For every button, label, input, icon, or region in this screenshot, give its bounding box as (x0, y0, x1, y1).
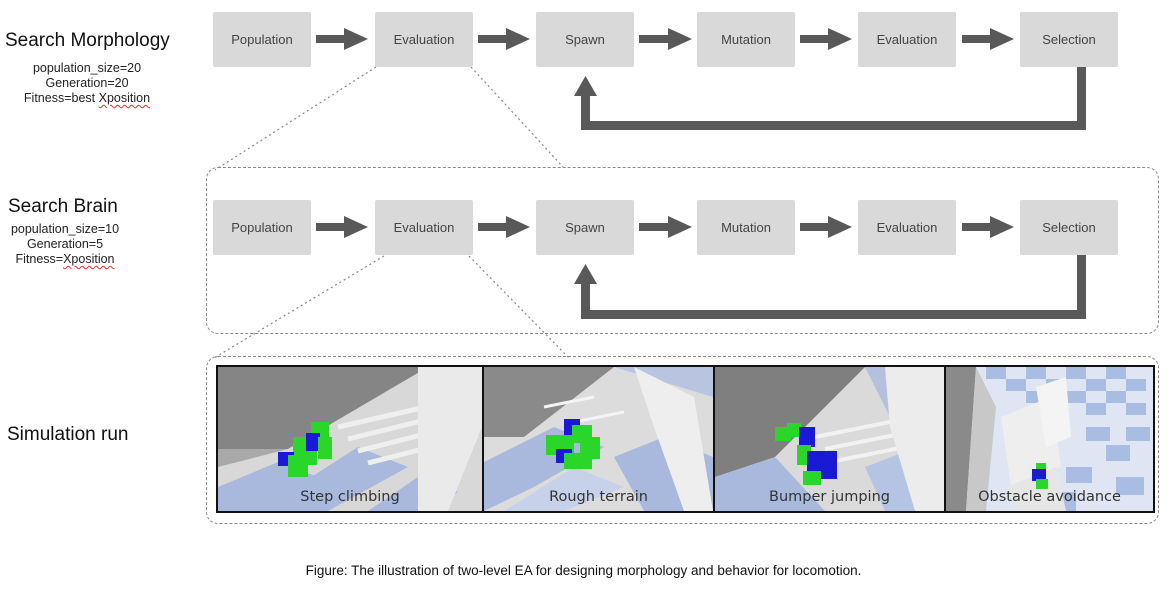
morphology-step-selection: Selection (1020, 12, 1118, 67)
zoom-line-right-top (470, 66, 564, 168)
brain-panel (206, 167, 1159, 334)
arrow-row2-1 (316, 216, 368, 238)
robot-bumper-jumping (775, 423, 837, 485)
arrow-row1-4 (800, 28, 852, 50)
sim-panel-obstacle-avoidance: Obstacle avoidance (944, 365, 1155, 513)
robot-step-climbing (278, 422, 332, 477)
simulation-panel (206, 356, 1159, 524)
sim-panel-step-climbing: Step climbing (216, 365, 484, 513)
brain-step-mutation: Mutation (697, 200, 795, 255)
morphology-params: population_size=20 Generation=20 Fitness… (2, 61, 172, 106)
arrow-row2-4 (800, 216, 852, 238)
sim-panel-bumper-jumping: Bumper jumping (713, 365, 946, 513)
morphology-param-fitness: Fitness=best Xposition (23, 91, 151, 105)
morphology-step-population: Population (213, 12, 311, 67)
morphology-step-mutation: Mutation (697, 12, 795, 67)
brain-title: Search Brain (8, 196, 118, 217)
sim-caption-bumper-jumping: Bumper jumping (769, 489, 890, 505)
morphology-param-generation: Generation=20 (45, 76, 129, 90)
brain-step-population: Population (213, 200, 311, 255)
zoom-line-left-top (214, 66, 377, 171)
arrow-row2-5 (962, 216, 1014, 238)
morphology-param-population: population_size=20 (32, 61, 142, 75)
arrow-row2-2 (478, 216, 530, 238)
zoom-line-right-bottom (468, 255, 570, 359)
feedback-loop-row1 (574, 62, 1086, 130)
brain-step-selection: Selection (1020, 200, 1118, 255)
bumper-jumping-scene (715, 367, 944, 511)
arrow-row1-2 (478, 28, 530, 50)
brain-param-fitness: Fitness=Xposition (15, 252, 115, 266)
step-climbing-scene (218, 367, 482, 511)
sim-caption-obstacle-avoidance: Obstacle avoidance (978, 489, 1121, 505)
arrow-row1-3 (639, 28, 692, 50)
arrow-row1-5 (962, 28, 1014, 50)
zoom-line-left-bottom (213, 255, 385, 359)
arrow-row1-1 (316, 28, 368, 50)
sim-caption-step-climbing: Step climbing (300, 489, 400, 505)
brain-step-evaluation: Evaluation (375, 200, 473, 255)
brain-step-spawn: Spawn (536, 200, 634, 255)
sim-caption-rough-terrain: Rough terrain (549, 489, 648, 505)
arrow-row2-3 (639, 216, 692, 238)
brain-step-evaluation-2: Evaluation (858, 200, 956, 255)
brain-params: population_size=10 Generation=5 Fitness=… (0, 222, 150, 267)
robot-rough-terrain (546, 419, 600, 469)
morphology-step-evaluation: Evaluation (375, 12, 473, 67)
morphology-step-evaluation-2: Evaluation (858, 12, 956, 67)
morphology-step-spawn: Spawn (536, 12, 634, 67)
sim-panel-rough-terrain: Rough terrain (482, 365, 715, 513)
figure-caption: Figure: The illustration of two-level EA… (305, 563, 862, 578)
obstacle-avoidance-scene (946, 367, 1153, 511)
robot-obstacle-avoidance (1032, 463, 1048, 489)
feedback-loop-row2 (574, 251, 1086, 319)
brain-param-population: population_size=10 (10, 222, 120, 236)
brain-param-generation: Generation=5 (26, 237, 104, 251)
rough-terrain-scene (484, 367, 713, 511)
simulation-title: Simulation run (7, 424, 129, 445)
morphology-title: Search Morphology (5, 30, 170, 51)
